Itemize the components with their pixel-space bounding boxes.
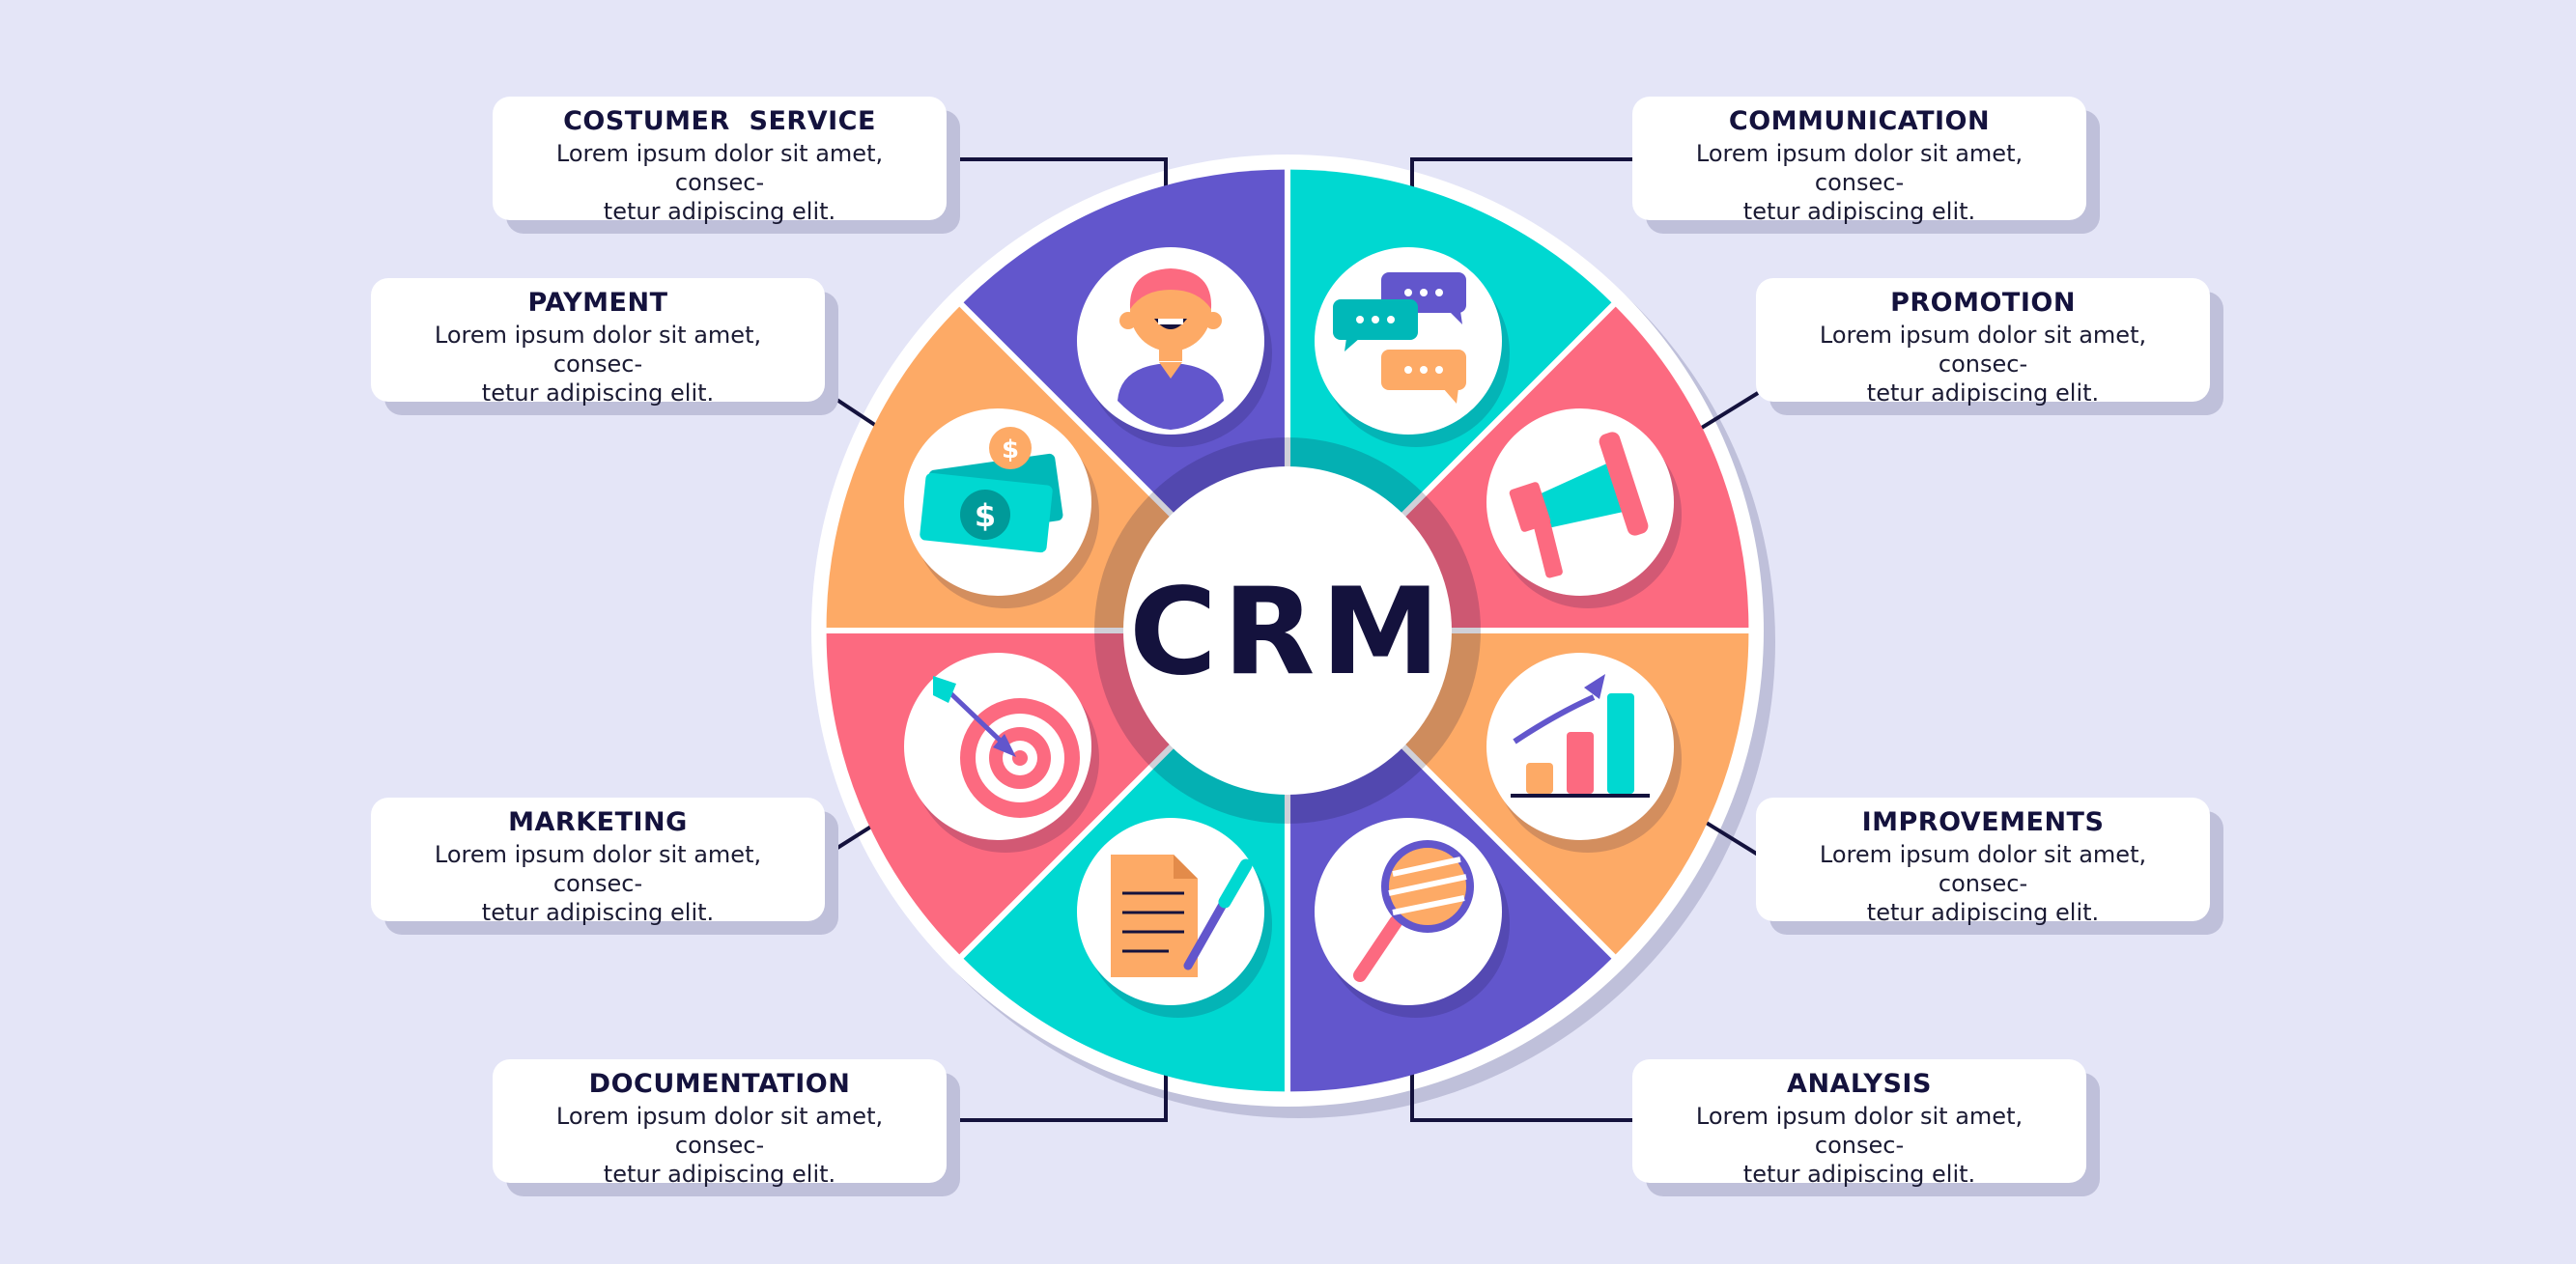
card-title: COSTUMER SERVICE: [563, 106, 876, 136]
card-text-line: Lorem ipsum dolor sit amet, consec-: [1695, 140, 2024, 196]
card-improvements: IMPROVEMENTS Lorem ipsum dolor sit amet,…: [1756, 798, 2210, 926]
svg-text:$: $: [975, 497, 996, 534]
card-marketing: MARKETING Lorem ipsum dolor sit amet, co…: [371, 798, 825, 926]
card-text-line: tetur adipiscing elit.: [1742, 1161, 1976, 1188]
card-title: IMPROVEMENTS: [1861, 807, 2105, 837]
card-text-line: tetur adipiscing elit.: [1866, 379, 2100, 407]
card-documentation: DOCUMENTATION Lorem ipsum dolor sit amet…: [493, 1059, 947, 1188]
hub-circle: [1123, 466, 1452, 795]
person-icon: [1077, 247, 1272, 447]
card-text-line: tetur adipiscing elit.: [1742, 198, 1976, 225]
card-title: DOCUMENTATION: [588, 1069, 851, 1099]
hub-label: CRM: [1129, 563, 1446, 702]
card-title: ANALYSIS: [1787, 1069, 1932, 1099]
card-title: MARKETING: [508, 807, 688, 837]
card-text-line: Lorem ipsum dolor sit amet, consec-: [555, 1103, 884, 1159]
card-text-line: tetur adipiscing elit.: [1866, 899, 2100, 926]
card-text-line: tetur adipiscing elit.: [603, 198, 836, 225]
magnifier-icon: [1315, 818, 1510, 1018]
icon-bubbles: $ $: [904, 247, 1682, 1018]
card-title: PAYMENT: [527, 288, 668, 318]
money-icon: $ $: [904, 408, 1099, 608]
card-text-line: tetur adipiscing elit.: [481, 899, 715, 926]
megaphone-icon: [1486, 408, 1682, 608]
card-text-line: Lorem ipsum dolor sit amet, consec-: [1819, 322, 2147, 378]
chat-bubbles-icon: [1315, 247, 1510, 447]
card-communication: COMMUNICATION Lorem ipsum dolor sit amet…: [1632, 97, 2086, 225]
card-text-line: tetur adipiscing elit.: [481, 379, 715, 407]
card-title: PROMOTION: [1890, 288, 2076, 318]
document-pen-icon: [1077, 818, 1272, 1018]
card-customer-service: COSTUMER SERVICE Lorem ipsum dolor sit a…: [493, 97, 947, 225]
card-text-line: Lorem ipsum dolor sit amet, consec-: [555, 140, 884, 196]
card-text-line: Lorem ipsum dolor sit amet, consec-: [434, 841, 762, 897]
card-text-line: tetur adipiscing elit.: [603, 1161, 836, 1188]
target-icon: [904, 653, 1099, 853]
card-analysis: ANALYSIS Lorem ipsum dolor sit amet, con…: [1632, 1059, 2086, 1188]
card-text-line: Lorem ipsum dolor sit amet, consec-: [1695, 1103, 2024, 1159]
card-text-line: Lorem ipsum dolor sit amet, consec-: [1819, 841, 2147, 897]
growth-chart-icon: [1486, 653, 1682, 853]
card-title: COMMUNICATION: [1728, 106, 1991, 136]
card-text-line: Lorem ipsum dolor sit amet, consec-: [434, 322, 762, 378]
card-promotion: PROMOTION Lorem ipsum dolor sit amet, co…: [1756, 278, 2210, 407]
card-payment: PAYMENT Lorem ipsum dolor sit amet, cons…: [371, 278, 825, 407]
svg-text:$: $: [1002, 435, 1019, 464]
